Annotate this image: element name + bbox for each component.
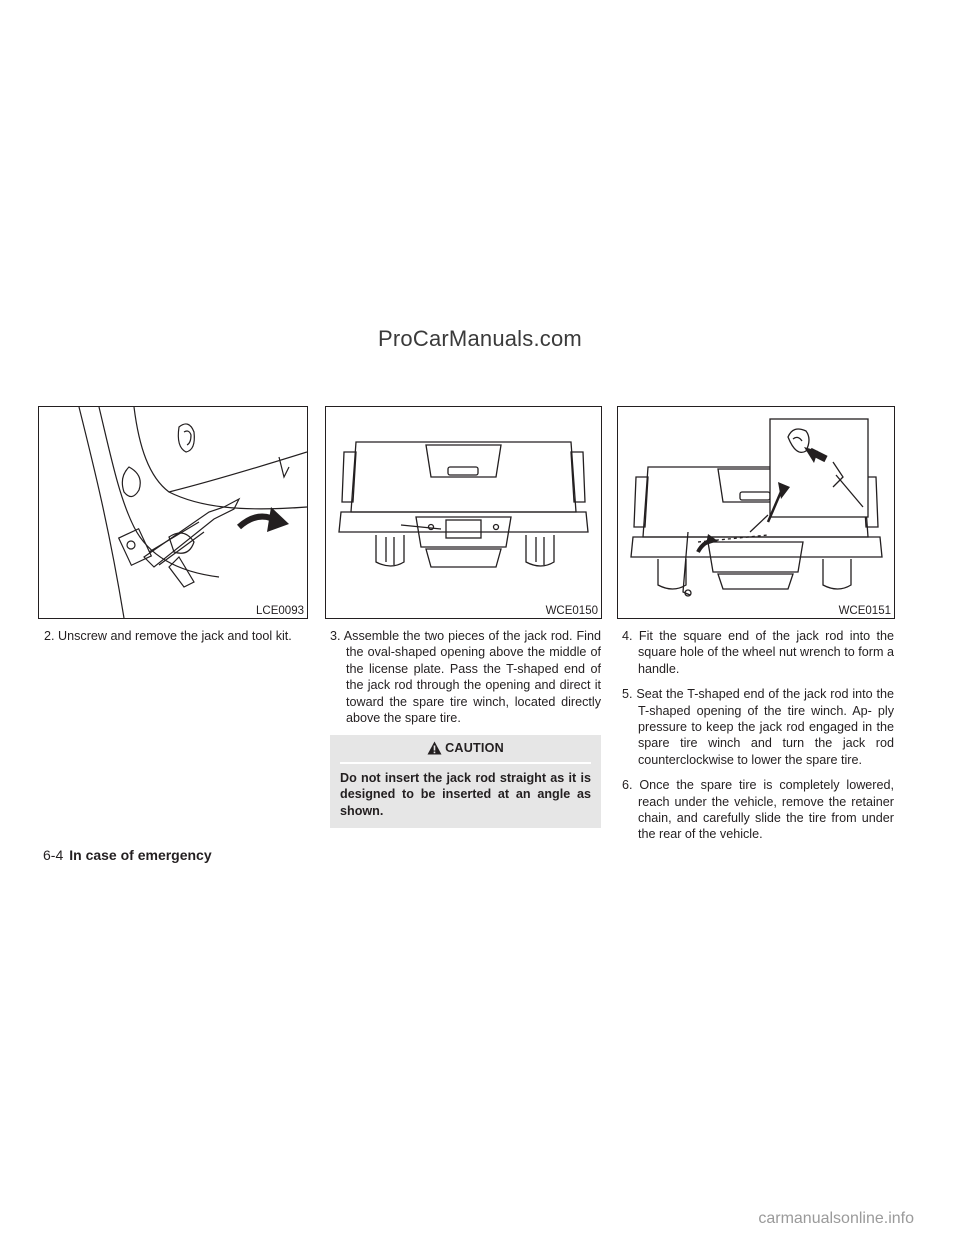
page-number: 6-4 [43,847,64,863]
caution-heading: CAUTION [340,740,591,764]
step-2: 2. Unscrew and remove the jack and tool … [44,629,292,643]
warning-triangle-icon [427,741,442,755]
figure-jack-rod: WCE0151 [617,406,895,619]
column-3: 4. Fit the square end of the jack rod in… [622,628,894,852]
column-1: 2. Unscrew and remove the jack and tool … [44,628,312,653]
step-5: 5. Seat the T-shaped end of the jack rod… [622,687,894,767]
figure-code: WCE0151 [837,605,892,617]
rear-tailgate-illustration [338,441,589,568]
figure-code: WCE0150 [544,605,599,617]
jack-and-tool-kit-illustration [78,407,307,618]
section-title: In case of emergency [69,847,212,863]
jack-rod-insertion-illustration [630,418,883,597]
caution-heading-text: CAUTION [445,741,504,756]
step-6: 6. Once the spare tire is completely low… [622,778,894,842]
step-4: 4. Fit the square end of the jack rod in… [622,629,894,676]
page-footer: 6-4 In case of emergency [43,847,212,863]
watermark-top: ProCarManuals.com [378,326,582,351]
figure-code: LCE0093 [255,605,305,617]
figure-tailgate: WCE0150 [325,406,602,619]
caution-text: Do not insert the jack rod straight as i… [340,770,591,818]
step-3: 3. Assemble the two pieces of the jack r… [330,629,601,726]
caution-box: CAUTION Do not insert the jack rod strai… [330,735,601,829]
watermark-bottom: carmanualsonline.info [758,1210,914,1227]
column-2: 3. Assemble the two pieces of the jack r… [330,628,601,829]
figure-jack-tool-kit: LCE0093 [38,406,308,619]
